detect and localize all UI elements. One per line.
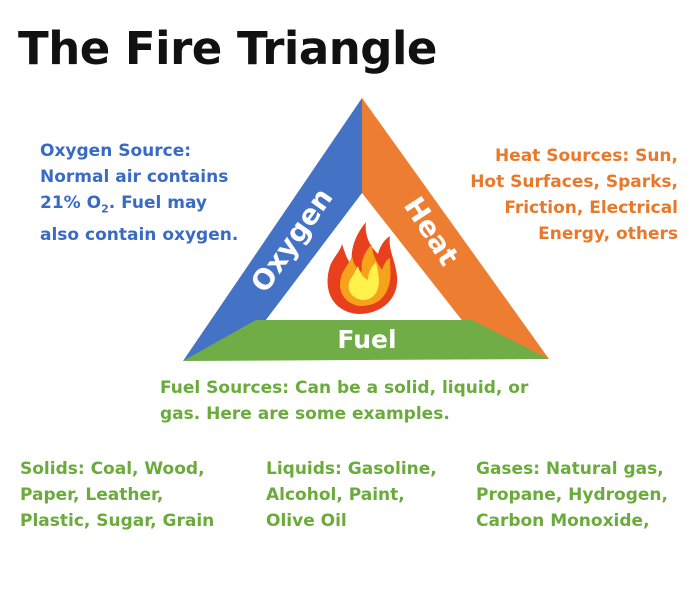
solids-line-1: Solids: Coal, Wood, xyxy=(20,459,205,479)
flame-icon xyxy=(327,222,398,314)
solids-line-3: Plastic, Sugar, Grain xyxy=(20,511,215,531)
liquids-line-3: Olive Oil xyxy=(266,511,347,531)
solids-line-2: Paper, Leather, xyxy=(20,485,164,505)
heat-sources-line-3: Friction, Electrical xyxy=(504,198,678,218)
oxygen-source-fuel-may: Fuel may xyxy=(121,193,207,213)
fuel-sources-line-1: Fuel Sources: Can be a solid, liquid, or xyxy=(160,378,529,398)
gases-line-3: Carbon Monoxide, xyxy=(476,511,650,531)
gases-list: Gases: Natural gas, Propane, Hydrogen, C… xyxy=(476,456,668,534)
heat-sources-text: Heat Sources: Sun, Hot Surfaces, Sparks,… xyxy=(470,143,678,247)
gases-line-1: Gases: Natural gas, xyxy=(476,459,664,479)
liquids-line-2: Alcohol, Paint, xyxy=(266,485,405,505)
fuel-sources-line-2: gas. Here are some examples. xyxy=(160,404,450,424)
oxygen-source-line-1: Oxygen Source: xyxy=(40,141,192,161)
page-title: The Fire Triangle xyxy=(18,22,437,75)
heat-side xyxy=(362,98,549,359)
oxygen-source-line-4: also contain oxygen. xyxy=(40,225,239,246)
oxygen-source-line-2: Normal air contains xyxy=(40,167,229,187)
oxygen-side xyxy=(183,98,362,361)
liquids-list: Liquids: Gasoline, Alcohol, Paint, Olive… xyxy=(266,456,437,534)
oxygen-source-line-3: 21% O2. Fuel may xyxy=(40,190,238,222)
heat-sources-line-1: Heat Sources: Sun, xyxy=(494,146,678,166)
gases-line-2: Propane, Hydrogen, xyxy=(476,485,668,505)
fuel-side xyxy=(183,320,549,361)
solids-list: Solids: Coal, Wood, Paper, Leather, Plas… xyxy=(20,456,214,534)
o2-suffix: . xyxy=(108,193,122,213)
fuel-sources-text: Fuel Sources: Can be a solid, liquid, or… xyxy=(160,375,528,427)
heat-sources-line-4: Energy, others xyxy=(538,224,678,244)
o2-prefix: 21% O xyxy=(40,193,102,213)
o2-subscript: 2 xyxy=(101,202,109,216)
liquids-line-1: Liquids: Gasoline, xyxy=(266,459,437,479)
fuel-label: Fuel xyxy=(337,325,396,354)
heat-sources-line-2: Hot Surfaces, Sparks, xyxy=(470,172,678,192)
oxygen-source-text: Oxygen Source: Normal air contains 21% O… xyxy=(40,138,238,248)
